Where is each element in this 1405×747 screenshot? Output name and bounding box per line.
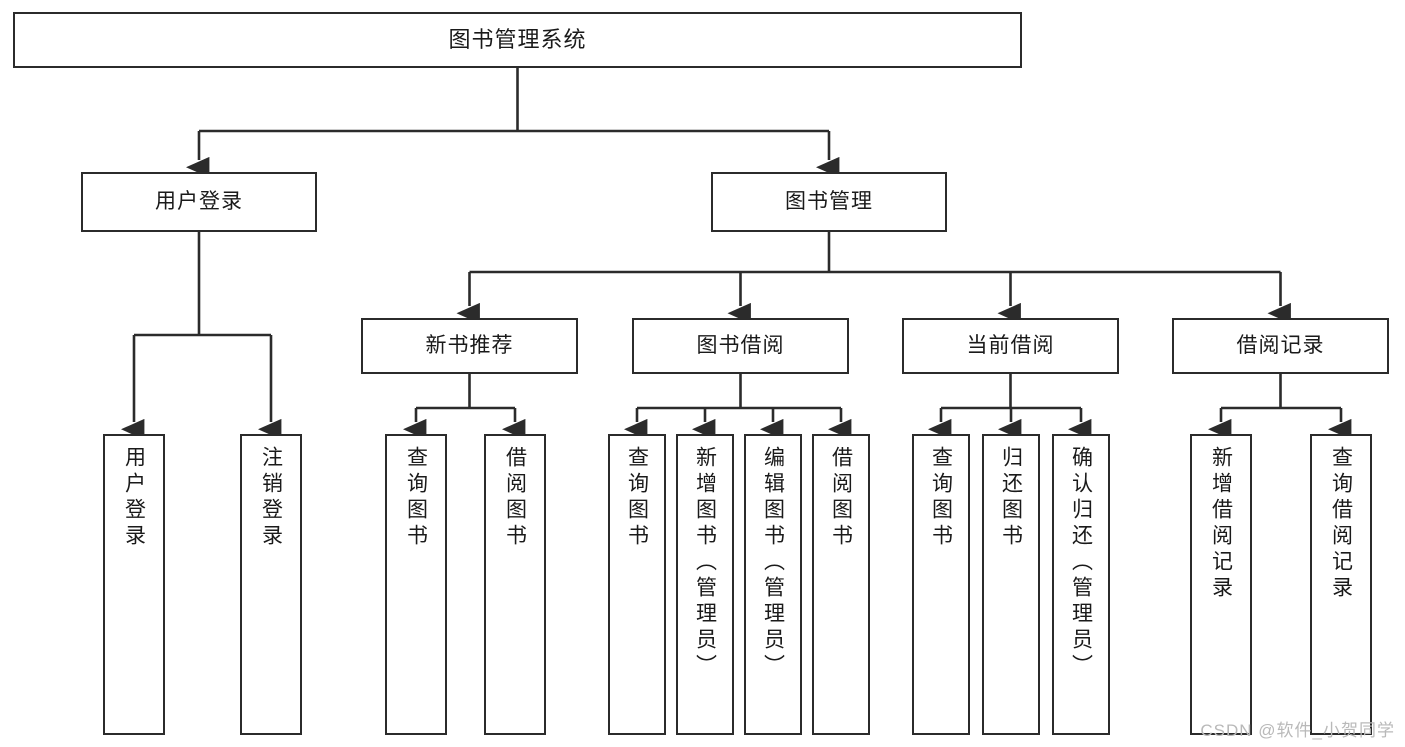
leaf-return-book[interactable]: 归还图书 (982, 434, 1040, 735)
leaf-query-book-2[interactable]: 查询图书 (608, 434, 666, 735)
node-label: 借阅记录 (1236, 333, 1325, 357)
node-label: 当前借阅 (966, 333, 1055, 357)
node-label: 图书借阅 (696, 333, 785, 357)
leaf-add-record[interactable]: 新增借阅记录 (1190, 434, 1252, 735)
node-book-manage[interactable]: 图书管理 (711, 172, 947, 232)
node-label: 注销登录 (259, 446, 283, 550)
node-user-login[interactable]: 用户登录 (81, 172, 317, 232)
node-label: 新增借阅记录 (1209, 446, 1233, 602)
node-label: 查询图书 (929, 446, 953, 550)
leaf-confirm-return[interactable]: 确认归还（管理员） (1052, 434, 1110, 735)
node-label: 查询图书 (625, 446, 649, 550)
leaf-edit-book[interactable]: 编辑图书（管理员） (744, 434, 802, 735)
node-label: 查询借阅记录 (1329, 446, 1353, 602)
node-root-system[interactable]: 图书管理系统 (13, 12, 1022, 68)
node-label: 归还图书 (999, 446, 1023, 550)
leaf-borrow-book-2[interactable]: 借阅图书 (812, 434, 870, 735)
leaf-query-record[interactable]: 查询借阅记录 (1310, 434, 1372, 735)
node-label: 借阅图书 (829, 446, 853, 550)
node-label: 用户登录 (122, 446, 146, 550)
leaf-add-book[interactable]: 新增图书（管理员） (676, 434, 734, 735)
node-label: 确认归还（管理员） (1069, 446, 1093, 680)
watermark-text: CSDN @软件_小贺同学 (1200, 721, 1395, 740)
leaf-logout[interactable]: 注销登录 (240, 434, 302, 735)
node-label: 新书推荐 (425, 333, 514, 357)
node-book-borrow[interactable]: 图书借阅 (632, 318, 849, 374)
node-label: 编辑图书（管理员） (761, 446, 785, 680)
node-label: 借阅图书 (503, 446, 527, 550)
node-label: 用户登录 (155, 189, 243, 213)
leaf-borrow-book-1[interactable]: 借阅图书 (484, 434, 546, 735)
node-borrow-record[interactable]: 借阅记录 (1172, 318, 1389, 374)
leaf-query-book-3[interactable]: 查询图书 (912, 434, 970, 735)
leaf-user-login[interactable]: 用户登录 (103, 434, 165, 735)
node-label: 查询图书 (404, 446, 428, 550)
node-label: 图书管理 (785, 189, 873, 213)
node-label: 图书管理系统 (448, 27, 587, 53)
leaf-query-book-1[interactable]: 查询图书 (385, 434, 447, 735)
node-new-book-recommend[interactable]: 新书推荐 (361, 318, 578, 374)
node-current-borrow[interactable]: 当前借阅 (902, 318, 1119, 374)
node-label: 新增图书（管理员） (693, 446, 717, 680)
